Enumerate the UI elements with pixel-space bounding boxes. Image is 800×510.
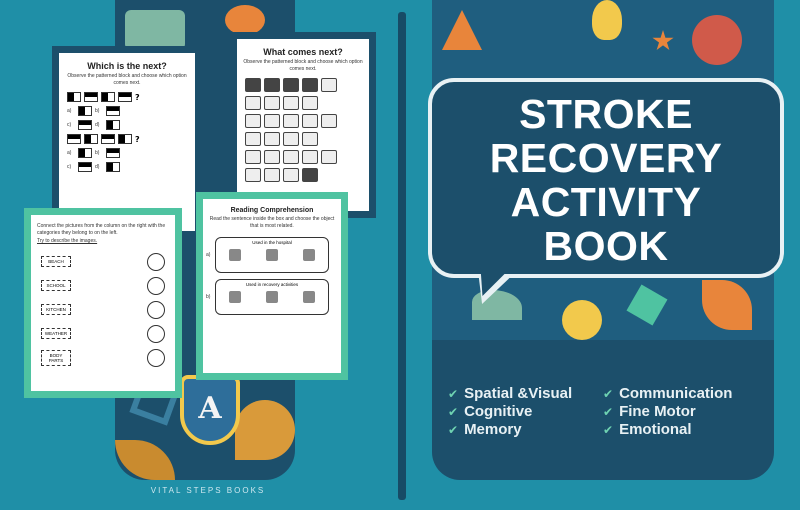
- skill-item: ✔Emotional: [603, 421, 692, 438]
- shield-badge-icon: A: [180, 375, 240, 445]
- pattern-shape: [115, 440, 175, 480]
- worksheet-instructions: Observe the patterned block and choose w…: [243, 59, 363, 72]
- book-title: STROKE RECOVERY ACTIVITY BOOK: [432, 92, 780, 268]
- skill-item: ✔Memory: [448, 421, 522, 438]
- object-icon: [265, 249, 278, 261]
- publisher-name: VITAL STEPS BOOKS: [150, 486, 266, 495]
- object-icon: [303, 249, 316, 261]
- worksheet-title: Reading Comprehension: [230, 207, 314, 214]
- check-icon: ✔: [603, 386, 614, 401]
- lightbulb-icon: [592, 0, 622, 40]
- check-icon: ✔: [448, 422, 459, 437]
- skill-item: ✔Cognitive: [448, 403, 533, 420]
- check-icon: ✔: [603, 422, 614, 437]
- skill-item: ✔Fine Motor: [603, 403, 696, 420]
- check-icon: ✔: [448, 404, 459, 419]
- speech-bubble: Used in recovery activities b): [206, 279, 329, 315]
- worksheet-which-next: Which is the next? Observe the patterned…: [52, 46, 202, 238]
- worksheet-instructions: Connect the pictures from the column on …: [37, 223, 166, 236]
- worksheet-instructions: Observe the patterned block and choose w…: [67, 73, 187, 86]
- skill-item: ✔Communication: [603, 385, 733, 402]
- worksheet-hint: Try to describe the images.: [37, 238, 98, 244]
- worksheet-reading-comprehension: Reading Comprehension Read the sentence …: [196, 192, 348, 380]
- star-icon: [652, 30, 674, 51]
- list-item: KITCHEN: [41, 300, 165, 319]
- pattern-row: ?: [67, 134, 187, 144]
- worksheet-title: Which is the next?: [87, 61, 167, 71]
- title-line: STROKE: [519, 91, 693, 137]
- pattern-shape: [626, 284, 668, 326]
- worksheet-instructions: Read the sentence inside the box and cho…: [209, 216, 335, 229]
- worksheet-title: What comes next?: [263, 47, 343, 57]
- worksheet-what-comes-next: What comes next? Observe the patterned b…: [230, 32, 376, 218]
- object-icon: [228, 249, 241, 261]
- list-item: WEATHER: [41, 324, 165, 343]
- object-icon: [265, 291, 278, 303]
- pattern-shape: [225, 5, 265, 35]
- pattern-shape: [235, 400, 295, 460]
- skills-list: ✔Spatial &Visual ✔Communication ✔Cogniti…: [448, 385, 778, 438]
- check-icon: ✔: [603, 404, 614, 419]
- worksheet-categories: Connect the pictures from the column on …: [24, 208, 182, 398]
- speech-bubble: Used in the hospital a): [206, 237, 329, 273]
- pattern-shape: [125, 10, 185, 50]
- leaf-icon: [702, 280, 752, 330]
- object-icon: [303, 291, 316, 303]
- title-speech-bubble: STROKE RECOVERY ACTIVITY BOOK: [428, 78, 784, 278]
- title-line: RECOVERY: [489, 135, 723, 181]
- title-line: ACTIVITY: [510, 179, 702, 225]
- list-item: BEACH: [41, 252, 165, 271]
- pattern-row: ?: [67, 92, 187, 102]
- list-item: SCHOOL: [41, 276, 165, 295]
- badge-icon: [692, 15, 742, 65]
- list-item: BODY PARTS: [41, 348, 165, 367]
- title-line: BOOK: [543, 223, 669, 269]
- book-icon: [472, 290, 522, 320]
- check-icon: ✔: [448, 386, 459, 401]
- book-spine-divider: [398, 12, 406, 500]
- shield-letter: A: [198, 391, 222, 426]
- object-icon: [228, 291, 241, 303]
- pencil-icon: [442, 10, 482, 50]
- skill-item: ✔Spatial &Visual: [448, 385, 573, 402]
- globe-icon: [562, 300, 602, 340]
